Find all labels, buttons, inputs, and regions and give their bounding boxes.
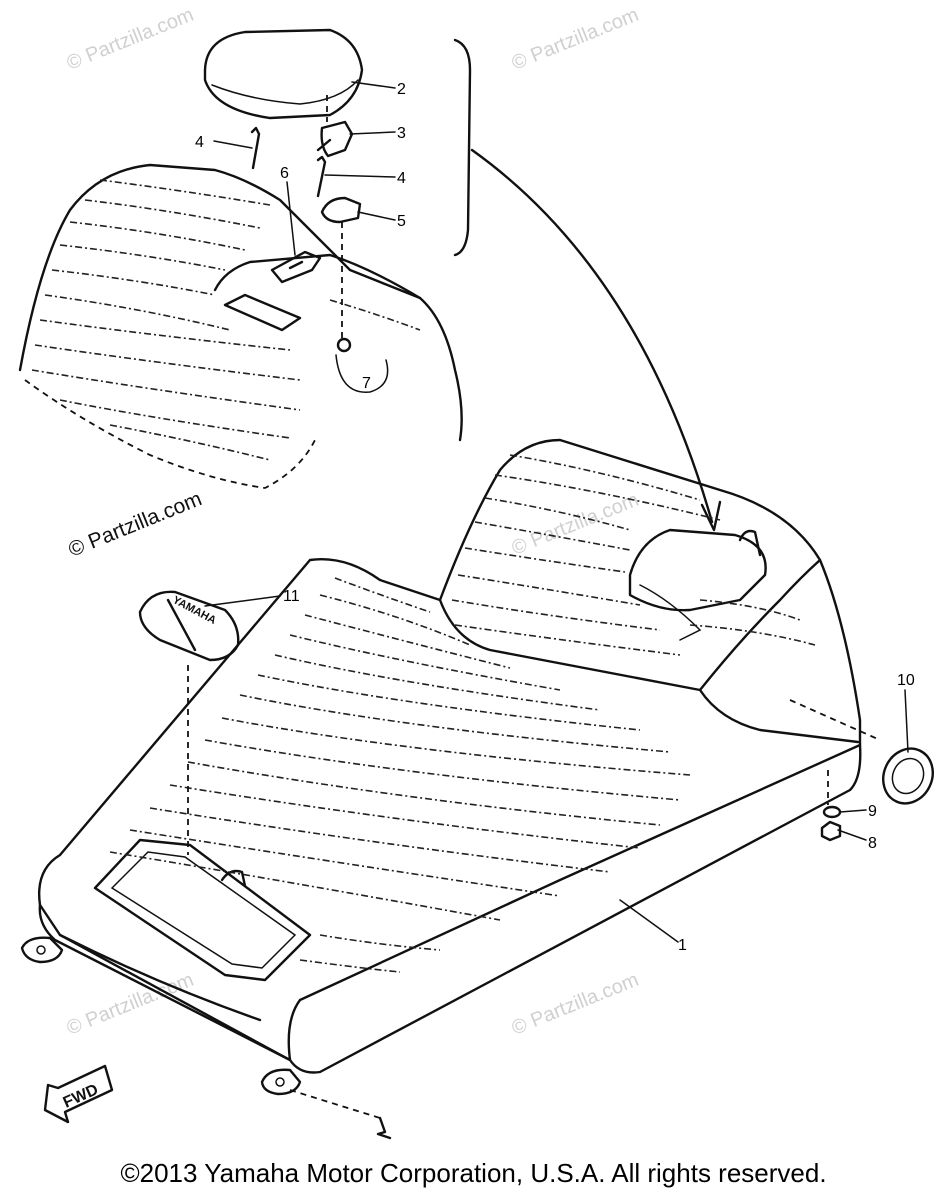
emblem-part: YAMAHA <box>138 590 240 855</box>
clip-part <box>320 196 362 224</box>
detail-bracket <box>453 38 472 257</box>
callout-9: 9 <box>868 803 877 820</box>
storage-lid-inner <box>110 851 297 969</box>
callout-7: 7 <box>362 375 371 392</box>
nut-part <box>336 337 352 353</box>
detail-view <box>18 28 722 532</box>
backrest-cushion <box>203 28 364 120</box>
callout-4a: 4 <box>195 134 204 151</box>
right-side-dash <box>789 699 881 741</box>
leader-1 <box>619 899 679 943</box>
detail-arrow-head <box>700 500 722 532</box>
forward-arrow-shape <box>43 1064 114 1124</box>
leader-5 <box>357 211 396 221</box>
main-seat-ribs <box>109 454 816 973</box>
watermark-top-left: © Partzilla.com <box>64 4 197 75</box>
mounting-tab-rear-hole <box>275 1077 285 1087</box>
main-seat-base-front <box>288 743 862 1074</box>
bracket-part <box>316 120 354 158</box>
mounting-tab-rear-dash <box>289 1089 381 1119</box>
mounting-bolt-bottom <box>376 1116 392 1140</box>
main-seat-base-ridge <box>58 933 262 1022</box>
screw-right <box>316 155 327 198</box>
leader-4b <box>324 174 396 178</box>
rear-seat-ribs <box>31 179 421 461</box>
leader-2 <box>351 81 396 89</box>
watermark-dark: © Partzilla.com <box>65 487 205 561</box>
reflector-outer <box>882 747 934 805</box>
leader-11 <box>204 595 281 607</box>
nut-callout-ring <box>335 354 389 393</box>
seat-rear-handle-loop <box>738 529 762 557</box>
detail-arrow <box>470 148 714 524</box>
watermarks: © Partzilla.com © Partzilla.com © Partzi… <box>64 4 642 1040</box>
main-seat-base-side <box>38 903 292 1062</box>
callout-3: 3 <box>397 125 406 142</box>
leader-3 <box>349 131 396 135</box>
main-seat <box>20 438 881 1140</box>
mounting-tab-front-hole <box>36 945 46 955</box>
rear-seat-step <box>213 253 422 300</box>
callout-4b: 4 <box>397 170 406 187</box>
watermark-top-right: © Partzilla.com <box>509 4 642 75</box>
rear-seat-panel <box>223 293 302 332</box>
nut-part-8 <box>820 820 842 842</box>
callout-1: 1 <box>678 937 687 954</box>
storage-lid <box>93 838 312 982</box>
leader-lines <box>204 81 909 943</box>
callout-11: 11 <box>283 588 300 605</box>
washer-part <box>822 805 842 819</box>
callout-5: 5 <box>397 213 406 230</box>
leader-10 <box>904 689 909 753</box>
seat-back-pouch <box>628 528 767 612</box>
callout-6: 6 <box>280 165 289 182</box>
forward-arrow-text: FWD <box>61 1081 101 1111</box>
backrest-cushion-underside <box>211 79 359 105</box>
seat-back-hump-front <box>438 558 822 692</box>
mounting-tab-front <box>20 936 64 964</box>
cover-clip <box>270 250 322 284</box>
callout-10: 10 <box>897 672 915 689</box>
leader-8 <box>837 829 867 841</box>
leader-6 <box>286 181 296 256</box>
seat-back-pouch-flap <box>639 584 702 641</box>
emblem-body <box>138 590 240 662</box>
reflector-inner <box>891 757 925 795</box>
leader-9 <box>839 809 867 813</box>
screw-left <box>250 126 261 170</box>
callout-numbers: 2 3 4 4 5 6 7 11 10 9 8 1 <box>195 81 915 954</box>
emblem-band <box>166 598 197 652</box>
forward-arrow: FWD <box>43 1064 114 1124</box>
storage-lid-handle <box>220 869 247 888</box>
copyright-notice: ©2013 Yamaha Motor Corporation, U.S.A. A… <box>120 1158 827 1188</box>
main-seat-outline <box>38 438 862 1062</box>
mounting-tab-rear <box>260 1068 302 1096</box>
rear-seat-lower-edge <box>24 379 316 489</box>
callout-2: 2 <box>397 81 406 98</box>
callout-8: 8 <box>868 835 877 852</box>
rear-seat-outline <box>18 163 463 442</box>
reflector-part <box>882 747 934 805</box>
leader-4a <box>213 140 253 149</box>
watermark-middle: © Partzilla.com <box>509 489 642 560</box>
watermark-bottom-right: © Partzilla.com <box>509 969 642 1040</box>
seat-side-crease <box>698 688 860 744</box>
